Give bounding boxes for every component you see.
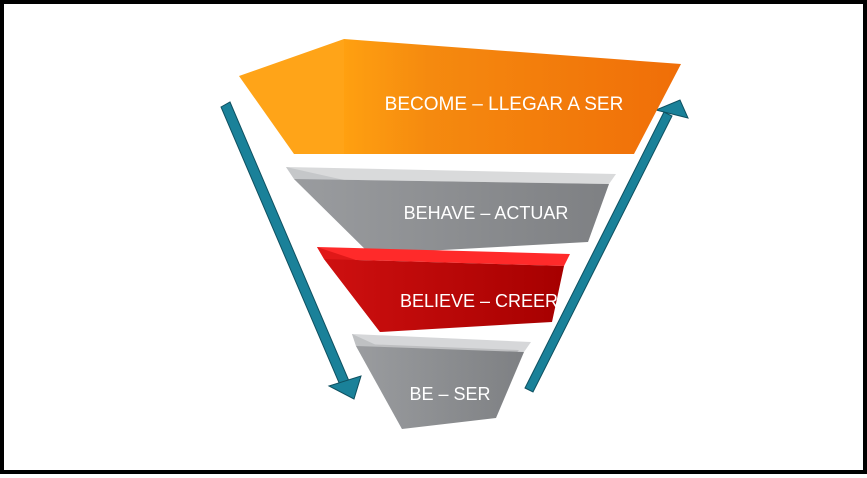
arrow-up-icon	[524, 99, 689, 393]
level-be: BE – SER	[352, 334, 531, 429]
level-behave: BEHAVE – ACTUAR	[286, 167, 616, 254]
level-behave-label: BEHAVE – ACTUAR	[404, 203, 569, 223]
level-become: BECOME – LLEGAR A SER	[239, 39, 681, 154]
level-be-label: BE – SER	[409, 384, 490, 404]
pyramid-diagram: BECOME – LLEGAR A SER BEHAVE – ACTUAR BE…	[220, 39, 689, 429]
level-believe: BELIEVE – CREER	[317, 247, 570, 332]
arrow-down-icon	[220, 101, 362, 400]
level-become-label: BECOME – LLEGAR A SER	[385, 94, 624, 115]
level-believe-label: BELIEVE – CREER	[400, 291, 558, 311]
